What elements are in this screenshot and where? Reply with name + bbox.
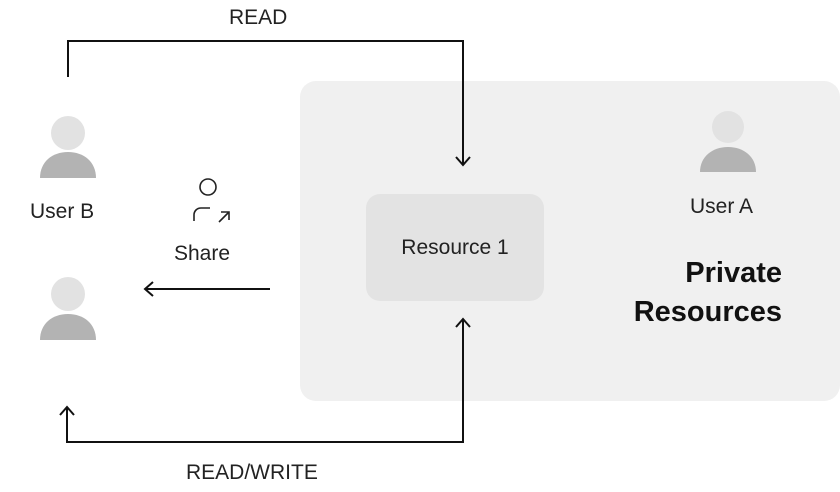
private-title-line2: Resources	[633, 296, 782, 328]
share-icon	[193, 178, 230, 223]
user-a-avatar	[700, 111, 756, 172]
resource-1-label: Resource 1	[401, 235, 509, 259]
share-arrow	[143, 281, 270, 297]
read-arrow	[67, 40, 471, 167]
share-label: Share	[174, 242, 231, 265]
private-resources-title: Private Resources	[600, 254, 782, 332]
read-write-arrow	[59, 317, 471, 443]
read-label: READ	[229, 6, 288, 29]
user-a-label: User A	[690, 195, 754, 218]
read-write-label: READ/WRITE	[186, 461, 318, 484]
shared-user-avatar	[40, 277, 96, 340]
user-b-label: User B	[30, 200, 95, 223]
private-title-line1: Private	[685, 257, 782, 289]
user-b-avatar	[40, 116, 96, 178]
resource-1-box[interactable]: Resource 1	[366, 194, 544, 301]
